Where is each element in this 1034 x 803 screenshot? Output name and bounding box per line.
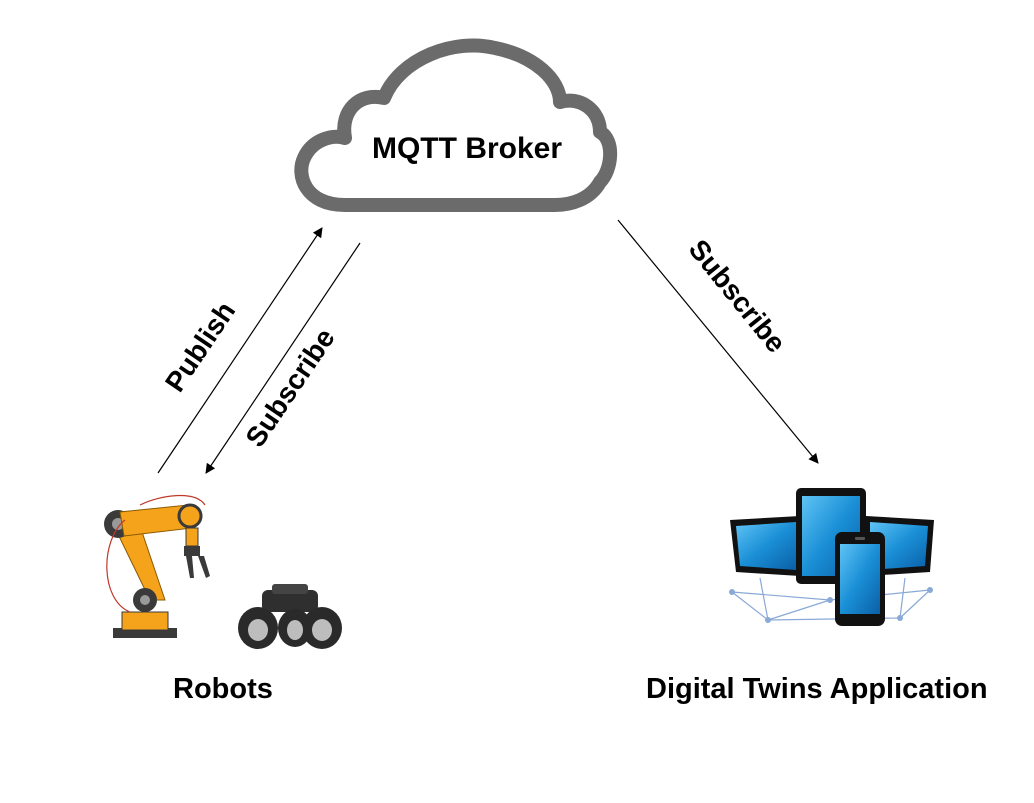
devices-icon	[729, 488, 934, 626]
subscribe-app-label: Subscribe	[683, 234, 792, 359]
subscribe-app-arrow	[617, 219, 819, 464]
broker-cloud-icon	[294, 38, 618, 212]
publish-label: Publish	[159, 296, 241, 397]
publish-arrow	[157, 227, 323, 474]
digital-twins-application-label: Digital Twins Application	[646, 673, 988, 705]
robot-arm-icon	[104, 494, 210, 638]
mobile-robot-icon	[238, 584, 342, 649]
broker-label: MQTT Broker	[372, 132, 562, 165]
subscribe-robots-label: Subscribe	[239, 323, 340, 453]
subscribe-robots-arrow	[205, 242, 361, 474]
robots-label: Robots	[173, 673, 273, 705]
